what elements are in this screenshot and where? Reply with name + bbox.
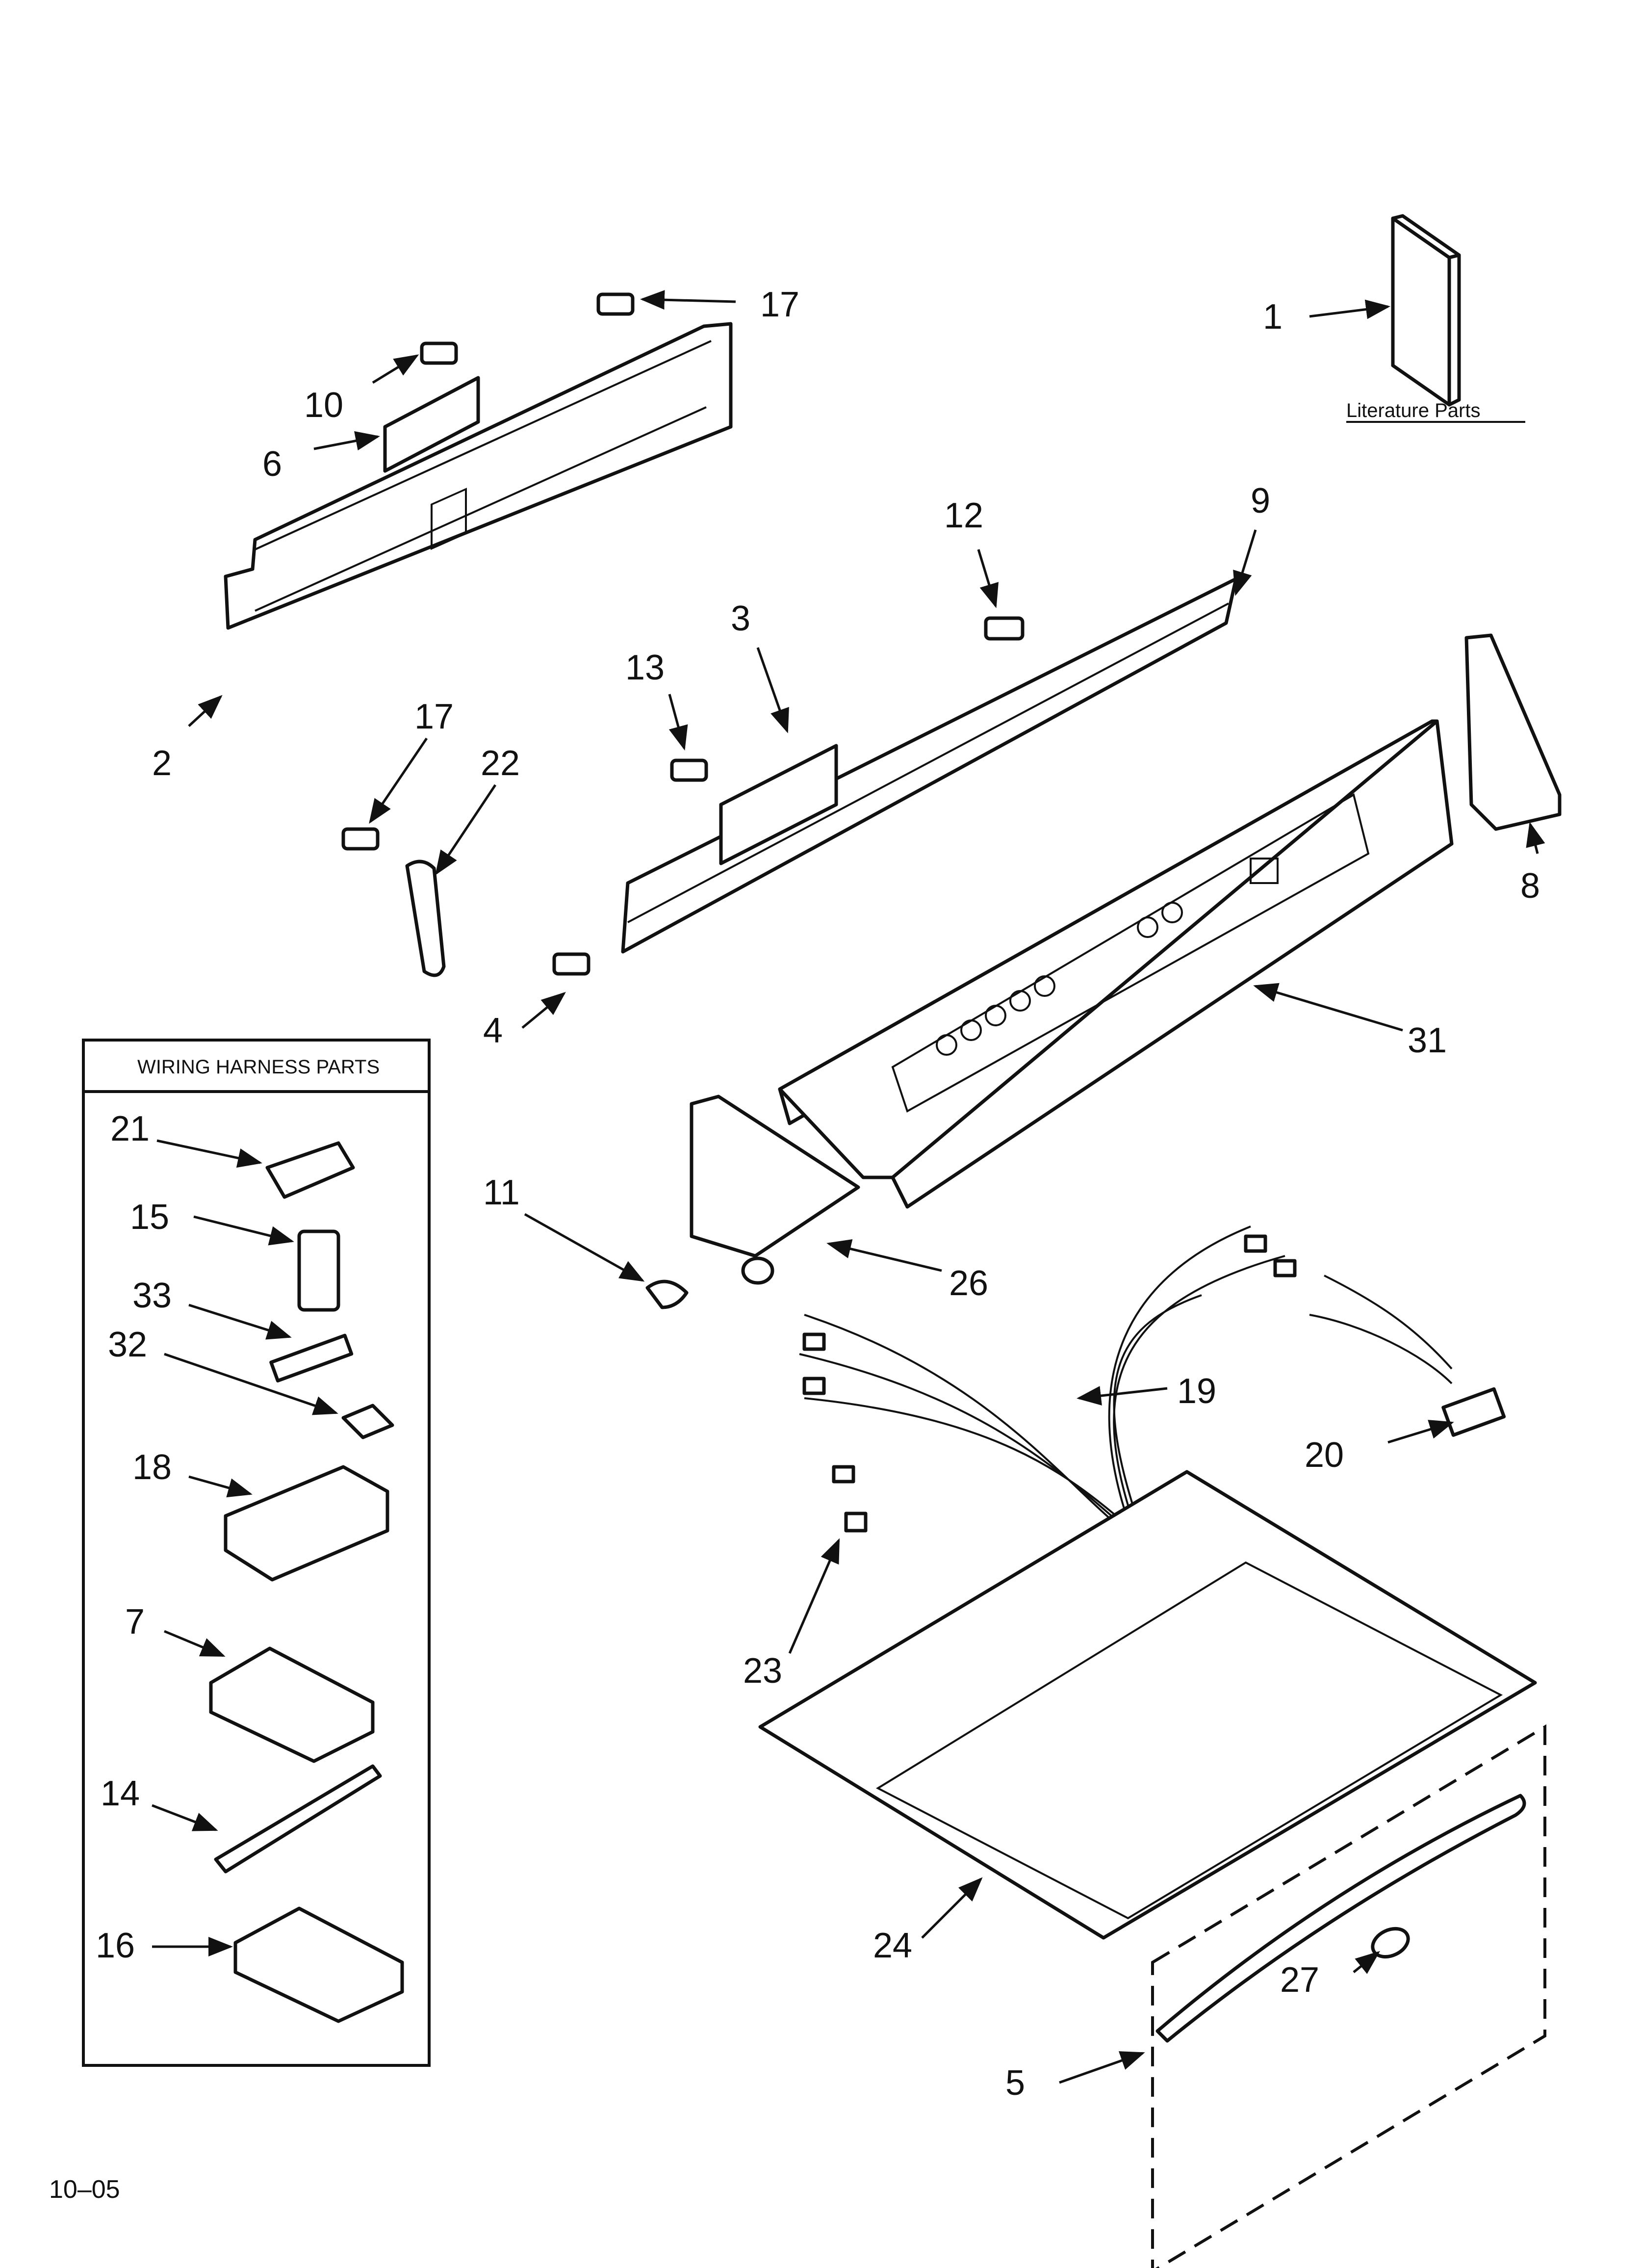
harness-box-title: WIRING HARNESS PARTS (137, 1056, 380, 1078)
callout-17-left: 17 (414, 697, 454, 736)
callout-11: 11 (483, 1173, 520, 1212)
callout-5: 5 (1005, 2063, 1025, 2103)
callout-17-top: 17 (760, 285, 799, 324)
wiring-harness-parts-box: WIRING HARNESS PARTS 21 15 33 32 18 7 14… (82, 1039, 431, 2067)
callout-23: 23 (743, 1651, 782, 1691)
callout-13: 13 (625, 648, 665, 687)
end-cap-right: 8 (1464, 633, 1562, 906)
console-bracket: 2 (152, 322, 733, 783)
callout-31: 31 (1408, 1021, 1447, 1060)
callout-21: 21 (110, 1109, 150, 1148)
callout-18: 18 (132, 1448, 172, 1487)
screw-17-top: 17 (596, 285, 799, 324)
screw-17-left-and-clamp-22: 17 22 (341, 697, 520, 977)
callout-7: 7 (125, 1602, 145, 1642)
date-code: 10–05 (49, 2175, 120, 2204)
control-panel-frame: 9 12 3 13 4 (483, 481, 1270, 1050)
callout-14: 14 (101, 1774, 140, 1813)
callout-19: 19 (1177, 1372, 1216, 1411)
literature-part: 1 Literature Parts (1263, 214, 1525, 423)
callout-22: 22 (481, 744, 520, 783)
callout-12: 12 (944, 496, 983, 535)
end-cap-left: 26 (690, 1095, 988, 1303)
callout-15: 15 (130, 1198, 169, 1237)
wiring-harness: 19 20 (799, 1225, 1506, 1527)
callout-4: 4 (483, 1011, 503, 1050)
console-panel: 31 (778, 719, 1454, 1209)
callout-6: 6 (262, 444, 282, 484)
literature-label: Literature Parts (1346, 400, 1480, 421)
door-assembly: 27 5 (1005, 1724, 1546, 2268)
plate-6: 10 6 (262, 341, 480, 484)
callout-2: 2 (152, 744, 172, 783)
callout-24: 24 (873, 1926, 912, 1965)
callout-3: 3 (731, 599, 750, 638)
clip-11: 11 (483, 1173, 689, 1309)
callout-16: 16 (96, 1926, 135, 1965)
callout-20: 20 (1305, 1435, 1344, 1475)
top-panel: 23 24 (743, 1470, 1537, 1965)
callout-26: 26 (949, 1264, 988, 1303)
callout-1: 1 (1263, 297, 1283, 337)
callout-27: 27 (1280, 1960, 1319, 2000)
callout-9: 9 (1251, 481, 1270, 521)
callout-8: 8 (1520, 866, 1540, 906)
callout-33: 33 (132, 1276, 172, 1315)
callout-10: 10 (304, 386, 343, 425)
callout-32: 32 (108, 1325, 147, 1364)
